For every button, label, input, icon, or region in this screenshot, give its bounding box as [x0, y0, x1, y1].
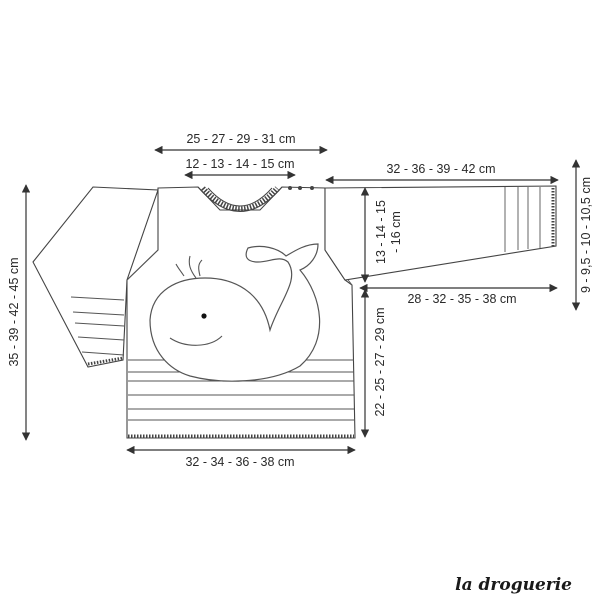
- label-sleeve-length-top: 32 - 36 - 39 - 42 cm: [386, 162, 495, 176]
- neckline-rib: [197, 186, 314, 212]
- brand-logo: la droguerie: [455, 575, 572, 595]
- label-body-length: 22 - 25 - 27 - 29 cm: [373, 307, 387, 416]
- label-neck-width: 12 - 13 - 14 - 15 cm: [185, 157, 294, 171]
- label-total-length: 35 - 39 - 42 - 45 cm: [7, 257, 21, 366]
- label-armhole-depth-line2: - 16 cm: [389, 211, 403, 253]
- label-armhole-depth-line1: 13 - 14 - 15: [374, 200, 388, 264]
- whale-motif: [149, 243, 321, 382]
- label-body-width: 32 - 34 - 36 - 38 cm: [185, 455, 294, 469]
- label-cuff-width: 9 - 9,5 - 10 - 10,5 cm: [579, 177, 593, 293]
- whale-eye-icon: [201, 313, 207, 319]
- label-shoulder-width: 25 - 27 - 29 - 31 cm: [186, 132, 295, 146]
- right-sleeve: [324, 185, 557, 281]
- label-sleeve-length-under: 28 - 32 - 35 - 38 cm: [407, 292, 516, 306]
